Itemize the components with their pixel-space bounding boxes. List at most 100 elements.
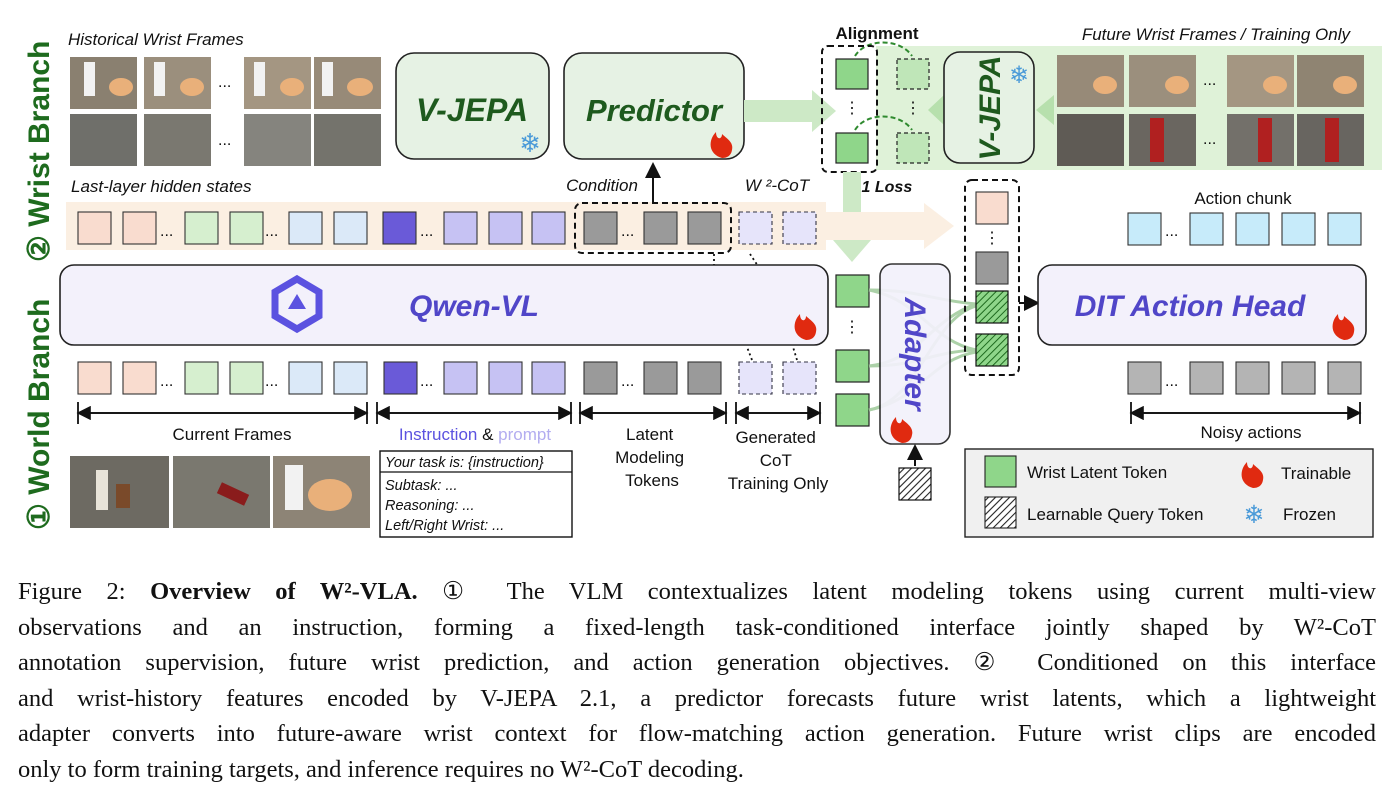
latent-token bbox=[687, 211, 722, 245]
dots: ⋮ bbox=[844, 319, 860, 336]
alignment-arrow bbox=[854, 115, 913, 131]
prompt-token bbox=[531, 361, 566, 395]
condition-label: Condition bbox=[566, 176, 638, 195]
vjepa-left-module bbox=[395, 52, 550, 160]
input-token-row bbox=[77, 361, 817, 395]
frame-token bbox=[184, 211, 219, 245]
dotted-link bbox=[792, 346, 798, 361]
brackets bbox=[76, 402, 1362, 424]
qwen-vl-module bbox=[59, 264, 829, 346]
carton-shape bbox=[322, 62, 333, 96]
arrow-head bbox=[928, 95, 944, 125]
caption-line-4: and wrist-history features encoded by V-… bbox=[18, 684, 1376, 712]
dots: ⋮ bbox=[844, 100, 860, 117]
prompt-token bbox=[488, 361, 523, 395]
wrist-context-token bbox=[975, 290, 1009, 324]
legend-learnable-swatch bbox=[984, 496, 1017, 529]
bowl-shape bbox=[347, 78, 373, 96]
noisy-token bbox=[1127, 361, 1162, 395]
figure-caption: Figure 2: Overview of W²-VLA. ① The VLM … bbox=[18, 574, 1376, 787]
object-shape bbox=[116, 484, 130, 508]
frame-image bbox=[314, 114, 381, 166]
alignment-arrow bbox=[854, 41, 913, 57]
w2vla-overview-diagram: ② Wrist Branch ① World Branch Historical… bbox=[23, 24, 1382, 538]
vjepa-right-module bbox=[943, 51, 1035, 164]
latent-tokens-label: Latent Modeling Tokens bbox=[615, 425, 689, 490]
adapter-label: Adapter bbox=[898, 296, 931, 413]
l1-loss-label: L1 Loss bbox=[852, 179, 913, 196]
predicted-latent-group bbox=[821, 45, 878, 173]
arrow-head bbox=[1036, 95, 1054, 125]
bottle-shape bbox=[1325, 118, 1339, 162]
target-latent-token bbox=[896, 132, 930, 164]
dots: ... bbox=[160, 373, 173, 390]
arrow-head bbox=[924, 203, 954, 249]
noisy-action-tokens bbox=[1127, 361, 1362, 395]
flame-icon bbox=[794, 314, 817, 340]
frame-token bbox=[77, 361, 112, 395]
frame-image bbox=[1057, 114, 1124, 166]
dots: ... bbox=[160, 223, 173, 240]
qwen-logo-icon bbox=[271, 274, 323, 334]
prompt-line: Reasoning: ... bbox=[385, 498, 474, 514]
carton-shape bbox=[254, 62, 265, 96]
alignment-label: Alignment bbox=[835, 24, 918, 43]
latent-token-group bbox=[574, 202, 732, 254]
flame-icon bbox=[1241, 462, 1264, 488]
generated-cot-label: Generated CoT Training Only bbox=[728, 428, 829, 493]
qwen-logo-outer bbox=[271, 274, 323, 334]
bowl-shape bbox=[180, 78, 204, 96]
dots: ... bbox=[218, 132, 231, 149]
bowl-shape bbox=[308, 479, 352, 511]
latent-token bbox=[583, 361, 618, 395]
wrist-branch-label: ② Wrist Branch bbox=[23, 41, 56, 262]
action-token bbox=[1235, 212, 1270, 246]
world-branch-label: ① World Branch bbox=[23, 299, 56, 530]
snowflake-icon: ❄ bbox=[1009, 62, 1029, 89]
frame-token bbox=[333, 361, 368, 395]
latent-token bbox=[687, 361, 722, 395]
bowl-shape bbox=[1093, 76, 1117, 94]
caption-line-1: Figure 2: Overview of W²-VLA. ① The VLM … bbox=[18, 578, 1376, 605]
action-token bbox=[1281, 212, 1316, 246]
learnable-query-token bbox=[898, 467, 932, 501]
dots: ... bbox=[1203, 131, 1216, 148]
action-token bbox=[1327, 212, 1362, 246]
frame-token bbox=[229, 211, 264, 245]
bowl-shape bbox=[109, 78, 133, 96]
prompt-box-frame bbox=[379, 450, 573, 538]
carton-shape bbox=[154, 62, 165, 96]
legend-frozen-label: Frozen bbox=[1283, 505, 1336, 524]
future-frames bbox=[1057, 55, 1364, 166]
dots: ... bbox=[1203, 72, 1216, 89]
frame-image bbox=[70, 114, 137, 166]
legend: Wrist Latent Token Trainable Learnable Q… bbox=[964, 448, 1374, 538]
caption-line-5: adapter converts into future-aware wrist… bbox=[18, 720, 1376, 747]
cot-token bbox=[782, 211, 817, 245]
current-frames-label: Current Frames bbox=[172, 425, 291, 444]
dots: ... bbox=[1165, 223, 1178, 240]
bowl-shape bbox=[280, 78, 304, 96]
caption-line-6: only to form training targets, and infer… bbox=[18, 755, 744, 783]
dots: ... bbox=[420, 223, 433, 240]
cot-token bbox=[782, 361, 817, 395]
prompt-token bbox=[531, 211, 566, 245]
dit-label: DIT Action Head bbox=[1075, 290, 1306, 323]
caption-line-2: observations and an instruction, forming… bbox=[18, 613, 1376, 641]
instruction-token bbox=[382, 211, 417, 245]
snowflake-icon: ❄ bbox=[519, 128, 541, 158]
dots: ... bbox=[621, 373, 634, 390]
cot-token bbox=[738, 361, 773, 395]
carton-shape bbox=[84, 62, 95, 96]
hidden-token-row bbox=[77, 211, 817, 245]
flame-icon bbox=[890, 417, 913, 443]
dots: ... bbox=[1165, 373, 1178, 390]
qwen-logo-inner bbox=[288, 294, 306, 309]
action-chunk-tokens bbox=[1127, 212, 1362, 246]
dots: ... bbox=[265, 373, 278, 390]
action-token bbox=[1127, 212, 1162, 246]
prompt-header: Your task is: {instruction} bbox=[385, 455, 544, 471]
noisy-token bbox=[1235, 361, 1270, 395]
bowl-shape bbox=[1165, 76, 1189, 94]
bottle-shape bbox=[1258, 118, 1272, 162]
